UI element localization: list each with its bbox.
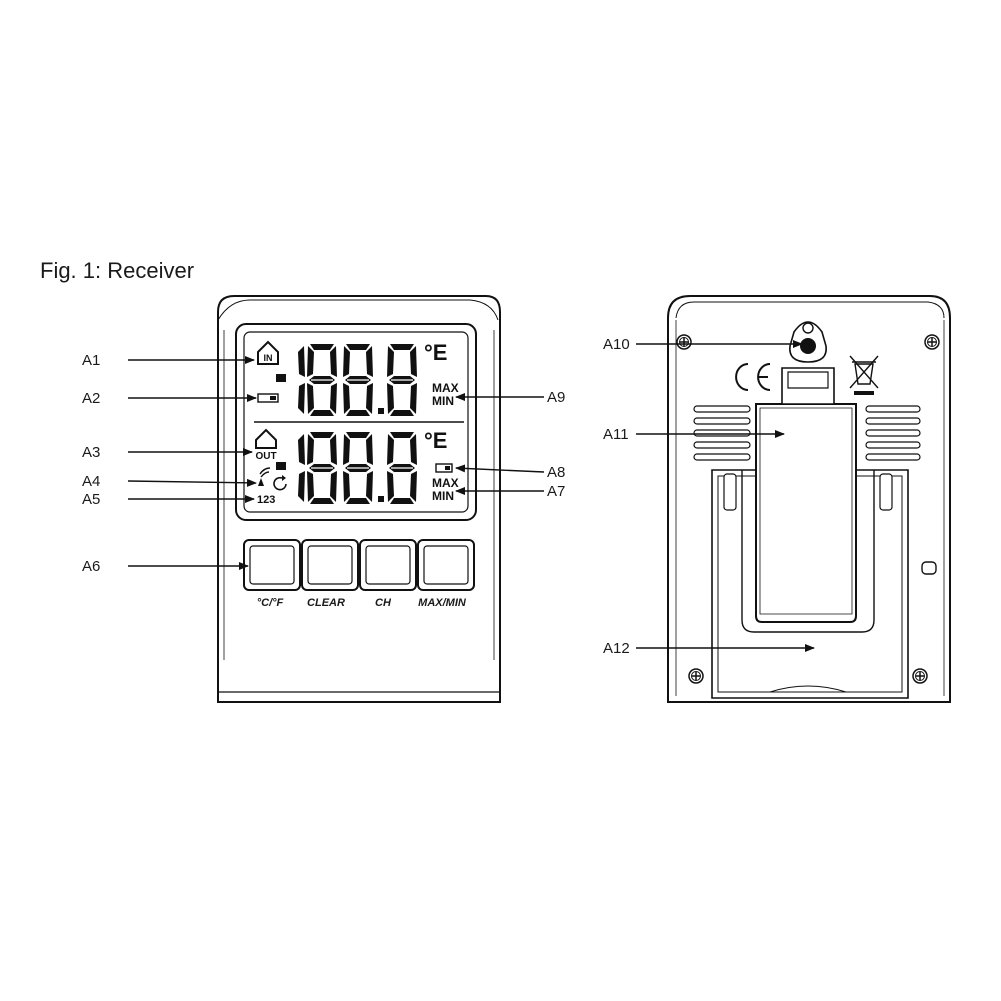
button-clear[interactable] bbox=[301, 539, 359, 591]
vent-slots-left bbox=[693, 405, 751, 461]
callout-a10: A10 bbox=[603, 336, 630, 353]
callout-a4: A4 bbox=[82, 473, 100, 490]
outdoor-house-icon bbox=[255, 428, 277, 449]
receiver-back bbox=[667, 295, 951, 703]
callout-a5: A5 bbox=[82, 491, 100, 508]
indoor-battery-icon bbox=[257, 393, 279, 403]
indoor-house-icon: IN bbox=[257, 341, 279, 365]
callout-a1: A1 bbox=[82, 352, 100, 369]
receiver-front: IN °E MAX MIN OUT bbox=[217, 295, 501, 703]
lcd-bottom-digits bbox=[276, 431, 418, 505]
lcd-top-unit: °E bbox=[424, 340, 447, 365]
button-celsius-fahrenheit[interactable] bbox=[243, 539, 301, 591]
signal-icon bbox=[258, 467, 271, 486]
weee-bin-icon bbox=[849, 355, 879, 395]
lcd-bottom-max-label: MAX bbox=[432, 476, 459, 490]
battery-compartment bbox=[755, 367, 857, 623]
callout-a9: A9 bbox=[547, 389, 565, 406]
callout-a8: A8 bbox=[547, 464, 565, 481]
lcd-top-digits bbox=[276, 343, 418, 417]
button-max-min[interactable] bbox=[417, 539, 475, 591]
channel-numbers: 123 bbox=[257, 494, 275, 506]
callout-a3: A3 bbox=[82, 444, 100, 461]
lcd-bottom-unit: °E bbox=[424, 428, 447, 453]
callout-arrows bbox=[127, 340, 815, 652]
outdoor-battery-icon bbox=[435, 463, 453, 473]
side-latch-icon bbox=[921, 561, 937, 575]
outdoor-icon-text: OUT bbox=[255, 451, 276, 462]
button-label-clear: CLEAR bbox=[307, 597, 345, 609]
screw-icon bbox=[924, 334, 940, 350]
callout-a7: A7 bbox=[547, 483, 565, 500]
callout-a11: A11 bbox=[603, 426, 629, 443]
screw-icon bbox=[688, 668, 704, 684]
vent-slots-right bbox=[865, 405, 921, 461]
callout-a2: A2 bbox=[82, 390, 100, 407]
lcd-top-max-label: MAX bbox=[432, 381, 459, 395]
screw-icon bbox=[912, 668, 928, 684]
wall-hanging-hole bbox=[789, 321, 827, 363]
button-label-channel: CH bbox=[375, 597, 392, 609]
callout-a6: A6 bbox=[82, 558, 100, 575]
indoor-icon-text: IN bbox=[264, 353, 273, 363]
figure-title: Fig. 1: Receiver bbox=[40, 258, 195, 283]
lcd-top-min-label: MIN bbox=[432, 394, 454, 408]
callout-a12: A12 bbox=[603, 640, 630, 657]
button-label-celsius-fahrenheit: °C/°F bbox=[257, 597, 284, 609]
lcd-bottom-min-label: MIN bbox=[432, 489, 454, 503]
ce-mark-icon bbox=[735, 363, 771, 391]
screw-icon bbox=[676, 334, 692, 350]
button-channel[interactable] bbox=[359, 539, 417, 591]
button-label-max-min: MAX/MIN bbox=[418, 597, 467, 609]
auto-scroll-icon bbox=[273, 475, 287, 491]
